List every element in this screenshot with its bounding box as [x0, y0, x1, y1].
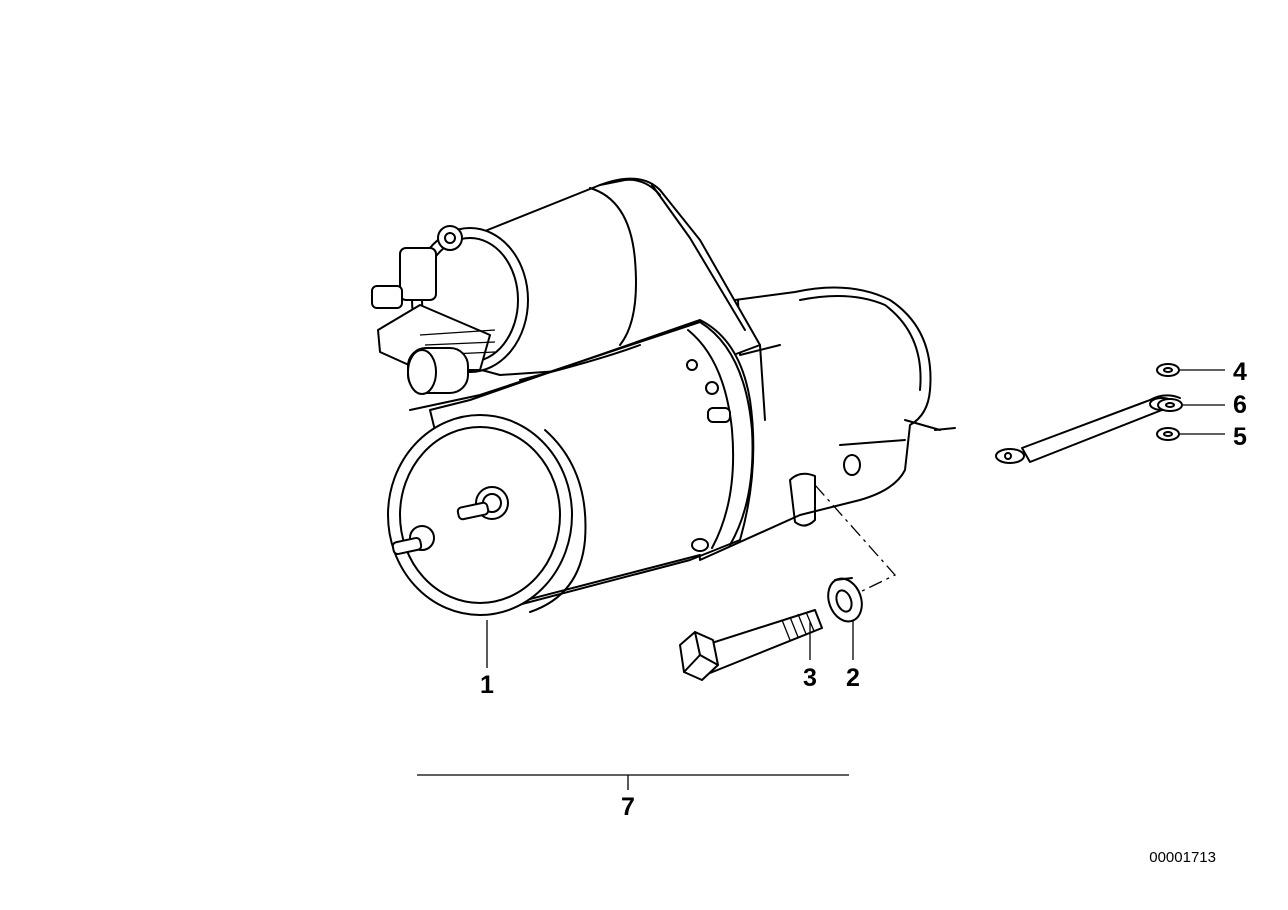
callout-2: 2: [846, 664, 860, 692]
callout-3: 3: [803, 664, 817, 692]
reference-number: 00001713: [1149, 849, 1216, 866]
ring-washer[interactable]: [1157, 398, 1183, 412]
alignment-line: [814, 484, 897, 593]
motor-body: [387, 319, 755, 616]
callout-6: 6: [1233, 391, 1247, 419]
washer[interactable]: [822, 574, 867, 626]
hex-nut[interactable]: [1156, 363, 1180, 377]
spring-washer[interactable]: [1156, 427, 1180, 441]
cable-lead[interactable]: [995, 394, 1181, 464]
leader-lines: [417, 369, 1225, 790]
callout-5: 5: [1233, 423, 1247, 451]
callout-4: 4: [1233, 358, 1247, 386]
starter-motor[interactable]: [371, 177, 956, 616]
hex-bolt[interactable]: [679, 609, 823, 681]
callout-7: 7: [621, 793, 635, 821]
callout-1: 1: [480, 671, 494, 699]
